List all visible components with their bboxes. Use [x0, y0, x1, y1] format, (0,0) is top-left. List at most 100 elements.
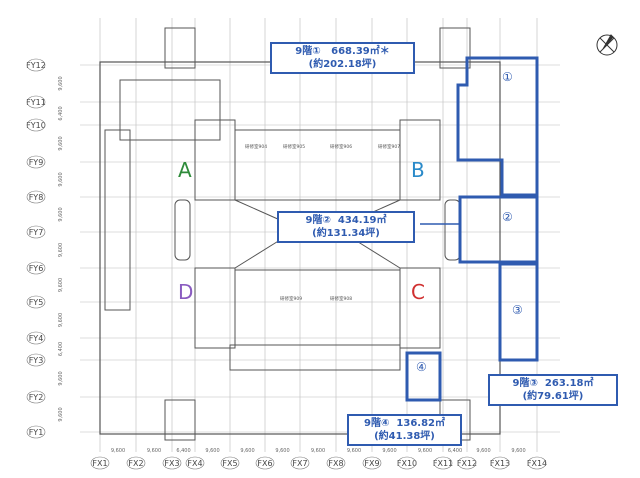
area-1-outline	[456, 56, 539, 197]
y-dimension: 9,600	[58, 243, 64, 257]
room-label: 研修室908	[330, 295, 352, 302]
lease-area-outlines	[405, 56, 539, 402]
x-axis-label: FX1	[92, 459, 107, 468]
axis-bubble	[126, 456, 146, 470]
x-dimension: 9,600	[311, 448, 325, 454]
y-axis-label: FY9	[29, 158, 44, 167]
x-axis-label: FX10	[397, 459, 417, 468]
x-dimension: 9,600	[418, 448, 432, 454]
area-4-outline	[405, 351, 442, 402]
x-axis-label: FX6	[257, 459, 272, 468]
x-axis-label: FX7	[292, 459, 307, 468]
axis-bubble	[185, 456, 205, 470]
north-arrow-icon	[596, 34, 618, 56]
axis-bubble	[362, 456, 382, 470]
room-label: 研修室907	[378, 143, 400, 150]
x-dimension: 9,600	[347, 448, 361, 454]
x-axis-label: FX9	[364, 459, 379, 468]
axis-bubble	[26, 331, 46, 345]
axis-bubble	[527, 456, 547, 470]
x-axis-label: FX3	[164, 459, 179, 468]
area-3-label: 9階③ 263.18㎡ (約79.61坪)	[488, 374, 618, 406]
axis-bubble	[26, 95, 46, 109]
y-dimension: 6,400	[58, 342, 64, 356]
area-4-number: ④	[416, 360, 427, 374]
room-label: 研修室906	[330, 143, 352, 150]
axis-bubble	[26, 261, 46, 275]
axis-bubble	[26, 425, 46, 439]
x-axis-label: FX5	[222, 459, 237, 468]
room-label: 研修室909	[280, 295, 302, 302]
y-dimension: 9,600	[58, 207, 64, 221]
x-dimension: 9,600	[147, 448, 161, 454]
axis-bubble	[490, 456, 510, 470]
area-2-label: 9階② 434.19㎡ (約131.34坪)	[277, 211, 415, 243]
axis-bubble	[162, 456, 182, 470]
core-letter-b: B	[411, 158, 425, 182]
x-dimension: 9,600	[205, 448, 219, 454]
x-axis-label: FX14	[527, 459, 547, 468]
y-dimension: 9,600	[58, 371, 64, 385]
y-dimension: 6,400	[58, 106, 64, 120]
axis-bubble	[290, 456, 310, 470]
y-dimension: 9,600	[58, 76, 64, 90]
axis-bubble	[90, 456, 110, 470]
area-3-number: ③	[512, 303, 523, 317]
y-dimension: 9,600	[58, 278, 64, 292]
y-dimension: 9,600	[58, 407, 64, 421]
y-axis-label: FY4	[29, 334, 44, 343]
area-2-outline	[458, 195, 539, 264]
y-dimension: 9,600	[58, 313, 64, 327]
room-label: 研修室905	[283, 143, 305, 150]
grid-lines: FX19,600FX29,600FX36,400FX49,600FX59,600…	[26, 18, 560, 470]
x-axis-label: FX4	[187, 459, 202, 468]
y-axis-label: FY1	[29, 428, 44, 437]
axis-bubble	[397, 456, 417, 470]
x-dimension: 6,400	[448, 448, 462, 454]
core-letter-a: A	[178, 158, 192, 182]
axis-bubble	[26, 155, 46, 169]
axis-bubble	[255, 456, 275, 470]
x-axis-label: FX8	[328, 459, 343, 468]
area-4-label: 9階④ 136.82㎡ (約41.38坪)	[347, 414, 462, 446]
core-letter-d: D	[178, 280, 194, 304]
y-axis-label: FY8	[29, 193, 44, 202]
axis-bubble	[433, 456, 453, 470]
y-axis-label: FY2	[29, 393, 44, 402]
axis-bubble	[26, 118, 46, 132]
room-label: 研修室904	[245, 143, 267, 150]
axis-bubble	[457, 456, 477, 470]
axis-bubble	[26, 295, 46, 309]
axis-bubble	[26, 390, 46, 404]
core-letter-c: C	[411, 280, 425, 304]
x-dimension: 9,600	[275, 448, 289, 454]
room-labels: 研修室904 研修室905 研修室906 研修室907 研修室908 研修室909	[245, 143, 400, 302]
x-dimension: 9,600	[382, 448, 396, 454]
x-dimension: 6,400	[176, 448, 190, 454]
area-1-label: 9階① 668.39㎡＊ (約202.18坪)	[270, 42, 415, 74]
y-axis-label: FY6	[29, 264, 44, 273]
axis-bubble	[26, 353, 46, 367]
area-2-number: ②	[502, 210, 513, 224]
y-axis-label: FY10	[26, 121, 46, 130]
axis-bubble	[26, 58, 46, 72]
axis-bubble	[26, 190, 46, 204]
y-axis-label: FY7	[29, 228, 44, 237]
x-dimension: 9,600	[511, 448, 525, 454]
area-1-number: ①	[502, 70, 513, 84]
x-axis-label: FX2	[128, 459, 143, 468]
x-axis-label: FX11	[433, 459, 453, 468]
x-dimension: 9,600	[476, 448, 490, 454]
y-axis-label: FY5	[29, 298, 44, 307]
x-axis-label: FX13	[490, 459, 510, 468]
y-dimension: 9,600	[58, 172, 64, 186]
area-3-outline	[498, 262, 539, 362]
x-dimension: 9,600	[240, 448, 254, 454]
y-axis-label: FY11	[26, 98, 46, 107]
y-axis-label: FY3	[29, 356, 44, 365]
axis-bubble	[26, 225, 46, 239]
x-dimension: 9,600	[111, 448, 125, 454]
y-axis-label: FY12	[26, 61, 46, 70]
axis-bubble	[220, 456, 240, 470]
x-axis-label: FX12	[457, 459, 477, 468]
